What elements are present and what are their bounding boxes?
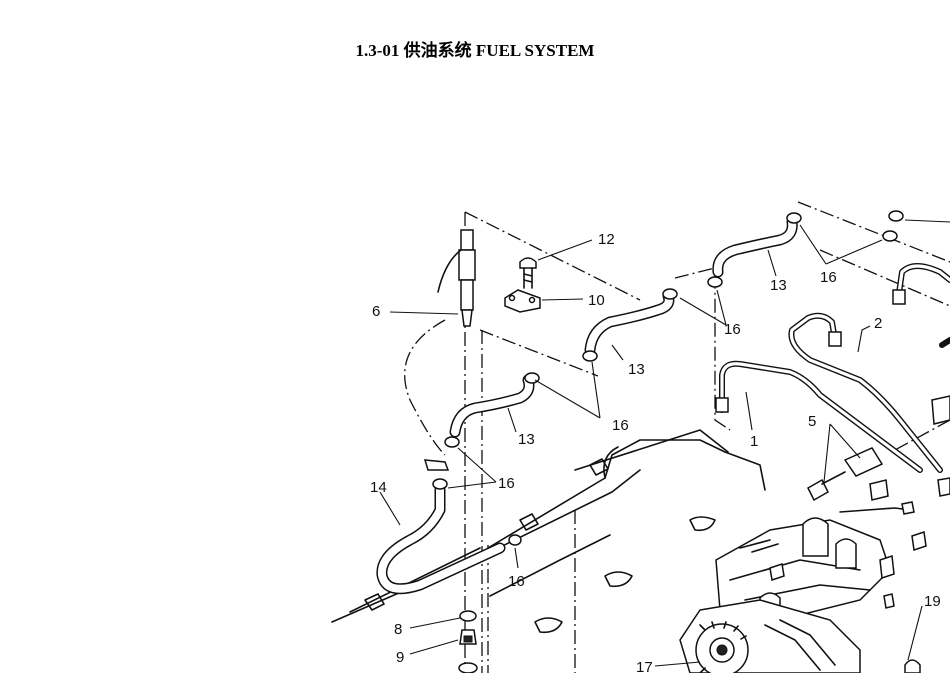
callout-17: 17: [636, 659, 653, 673]
callout-13a: 13: [628, 361, 645, 378]
callout-6: 6: [372, 303, 380, 320]
callout-16b: 16: [724, 321, 741, 338]
page-title: 1.3-01 供油系统 FUEL SYSTEM: [355, 41, 595, 60]
callout-16c: 16: [820, 269, 837, 286]
callout-13b: 13: [518, 431, 535, 448]
callout-5: 5: [808, 413, 816, 430]
overflow-hose: [376, 484, 506, 595]
injector: [437, 229, 476, 327]
callout-14: 14: [370, 479, 387, 496]
callout-8: 8: [394, 621, 402, 638]
hose-clips: [423, 210, 904, 546]
return-hoses: [449, 216, 798, 438]
callout-9: 9: [396, 649, 404, 666]
callout-13c: 13: [770, 277, 787, 294]
banjo-bolt: [807, 447, 915, 515]
callout-12: 12: [598, 231, 615, 248]
callout-16e: 16: [508, 573, 525, 590]
engine-block-outline: [331, 330, 766, 673]
callout-2: 2: [874, 315, 882, 332]
callout-1: 1: [750, 433, 758, 450]
callout-16d: 16: [498, 475, 515, 492]
callout-19: 19: [924, 593, 941, 610]
injection-pump: [679, 395, 950, 673]
washers: [458, 610, 478, 673]
callout-10: 10: [588, 292, 605, 309]
high-pressure-pipes: [715, 263, 950, 473]
clamp-bracket: [504, 257, 541, 313]
callout-16a: 16: [612, 417, 629, 434]
leader-lines: [379, 219, 950, 667]
